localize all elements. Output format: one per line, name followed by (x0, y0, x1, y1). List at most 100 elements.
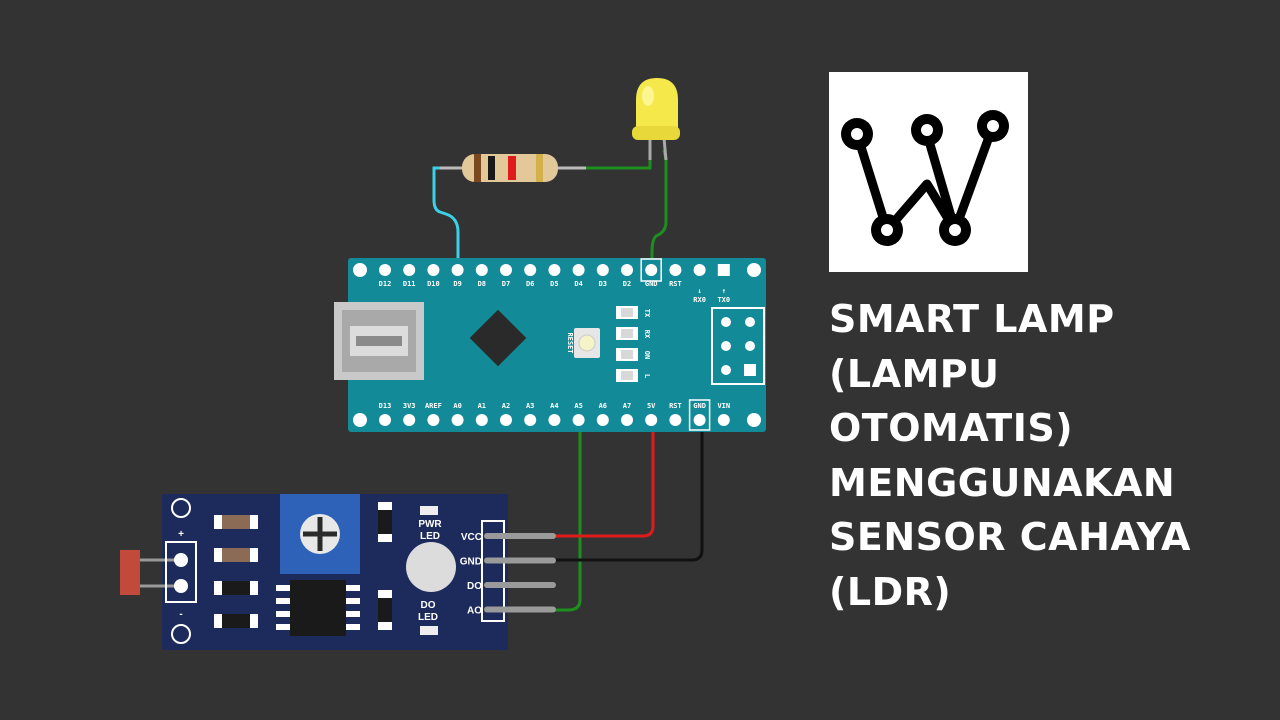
header-pin (484, 557, 556, 564)
pin-label: D12 (379, 280, 392, 288)
pin-label: RX0 (693, 296, 706, 304)
ldr-sensor-module: + - (120, 494, 556, 650)
pin (596, 264, 609, 276)
wire-5v-vcc (555, 418, 655, 538)
pin-arrow: ↓ (697, 287, 701, 295)
icsp-pin (721, 341, 731, 351)
pin-label: A5 (574, 402, 582, 410)
title-line: SENSOR CAHAYA (829, 515, 1191, 559)
icsp-outline (711, 307, 765, 385)
reset-button-cap (578, 334, 596, 352)
ldr-terminal-pin (174, 553, 188, 567)
pin-label: AREF (425, 402, 442, 410)
icsp-pin-square (744, 364, 756, 376)
resistor-band-3 (508, 156, 516, 180)
comparator-ic (276, 580, 360, 636)
pin (427, 264, 440, 276)
usb-connector (334, 302, 424, 380)
reset-label: RESET (566, 332, 574, 353)
pin-label: D9 (453, 280, 461, 288)
pin (596, 414, 609, 426)
header-outline (481, 520, 505, 622)
led-dome (636, 78, 678, 130)
pin-label: A6 (599, 402, 607, 410)
pin (379, 264, 391, 276)
w-logo-node-hole (851, 128, 863, 140)
smd-capacitor-body (378, 598, 392, 622)
title-line: OTOMATIS) (829, 406, 1074, 450)
pin-label: TX0 (717, 296, 730, 304)
ic-leg (276, 624, 290, 630)
pin-label: VIN (717, 402, 730, 410)
status-led-label: RX (643, 330, 651, 339)
ldr-body (120, 550, 140, 595)
pin (475, 264, 488, 276)
pin-label: D5 (550, 280, 558, 288)
usb-tongue (356, 336, 402, 346)
led-leg-2 (662, 137, 668, 161)
w-logo-stroke (922, 129, 960, 235)
ic-leg (346, 624, 360, 630)
wires (432, 149, 704, 612)
pin-label: D13 (379, 402, 392, 410)
pin-label: A3 (526, 402, 534, 410)
w-logo-icon (841, 110, 1009, 246)
smd-resistor-body (222, 614, 250, 628)
pin-label: D6 (526, 280, 534, 288)
smd-resistor-body (222, 581, 250, 595)
ic-leg (346, 585, 360, 591)
pin-label: 3V3 (403, 402, 416, 410)
pin (693, 264, 706, 276)
pin (669, 264, 682, 276)
arduino-board (348, 258, 766, 432)
w-logo-node-hole (949, 224, 961, 236)
smd-components (214, 515, 258, 628)
title-line: SMART LAMP (829, 297, 1115, 341)
wire-resistor-led (584, 150, 652, 170)
icsp-header (711, 307, 765, 385)
wire-d9-resistor (432, 166, 466, 270)
smd-resistor-body (222, 548, 250, 562)
status-led-label: L (643, 374, 651, 378)
resistor (440, 154, 586, 182)
pin-label: GND (645, 280, 658, 288)
status-led-label: TX (643, 309, 651, 318)
pin (717, 414, 730, 426)
pin (500, 264, 512, 276)
header-pin (484, 582, 556, 588)
pin-label: D8 (478, 280, 486, 288)
potentiometer (280, 494, 360, 574)
do-led-indicator (420, 626, 438, 635)
w-logo-node-hole (881, 224, 893, 236)
pin-label: D4 (574, 280, 582, 288)
reset-button: RESET (566, 328, 600, 358)
header-pin-label: AO (467, 606, 482, 617)
mounting-hole (747, 263, 761, 277)
status-led-label: ON (643, 351, 651, 359)
plus-label: + (178, 529, 184, 540)
header-pin-label: GND (460, 557, 482, 568)
resistor-band-4 (536, 154, 543, 182)
wire-led-gnd (650, 149, 668, 270)
led-rim (632, 126, 680, 140)
header-pin (484, 533, 556, 539)
mounting-hole (171, 624, 191, 644)
pin (451, 414, 464, 426)
pin (645, 264, 658, 276)
pin (621, 264, 633, 276)
title-line: (LAMPU (829, 351, 1000, 396)
pin-label: A2 (502, 402, 510, 410)
pin-highlight (640, 258, 662, 282)
status-led-lens (621, 371, 633, 380)
icsp-pin (721, 365, 731, 375)
pin-arrow: ↑ (722, 287, 726, 295)
mounting-hole (353, 263, 367, 277)
status-led-lens (621, 329, 633, 338)
w-logo-node-hole (921, 124, 933, 136)
pin (524, 264, 537, 276)
